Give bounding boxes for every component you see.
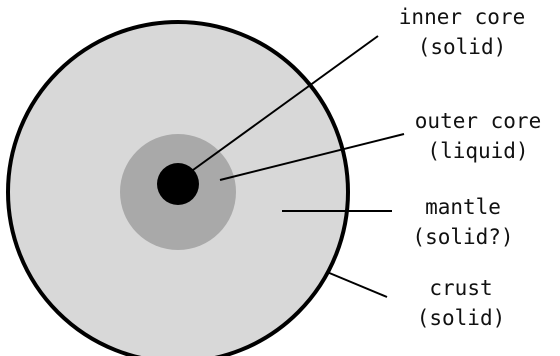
mantle-state: (solid?) [403, 222, 523, 252]
crust-label: crust (solid) [401, 273, 521, 333]
outer-core-label: outer core (liquid) [398, 106, 558, 166]
outer-core-state: (liquid) [398, 136, 558, 166]
inner-core-label: inner core (solid) [392, 2, 532, 62]
crust-state: (solid) [401, 303, 521, 333]
crust-name: crust [401, 273, 521, 303]
crust-leader-line [327, 272, 387, 297]
inner-core-state: (solid) [392, 32, 532, 62]
outer-core-name: outer core [398, 106, 558, 136]
mantle-label: mantle (solid?) [403, 192, 523, 252]
mantle-name: mantle [403, 192, 523, 222]
inner-core-name: inner core [392, 2, 532, 32]
